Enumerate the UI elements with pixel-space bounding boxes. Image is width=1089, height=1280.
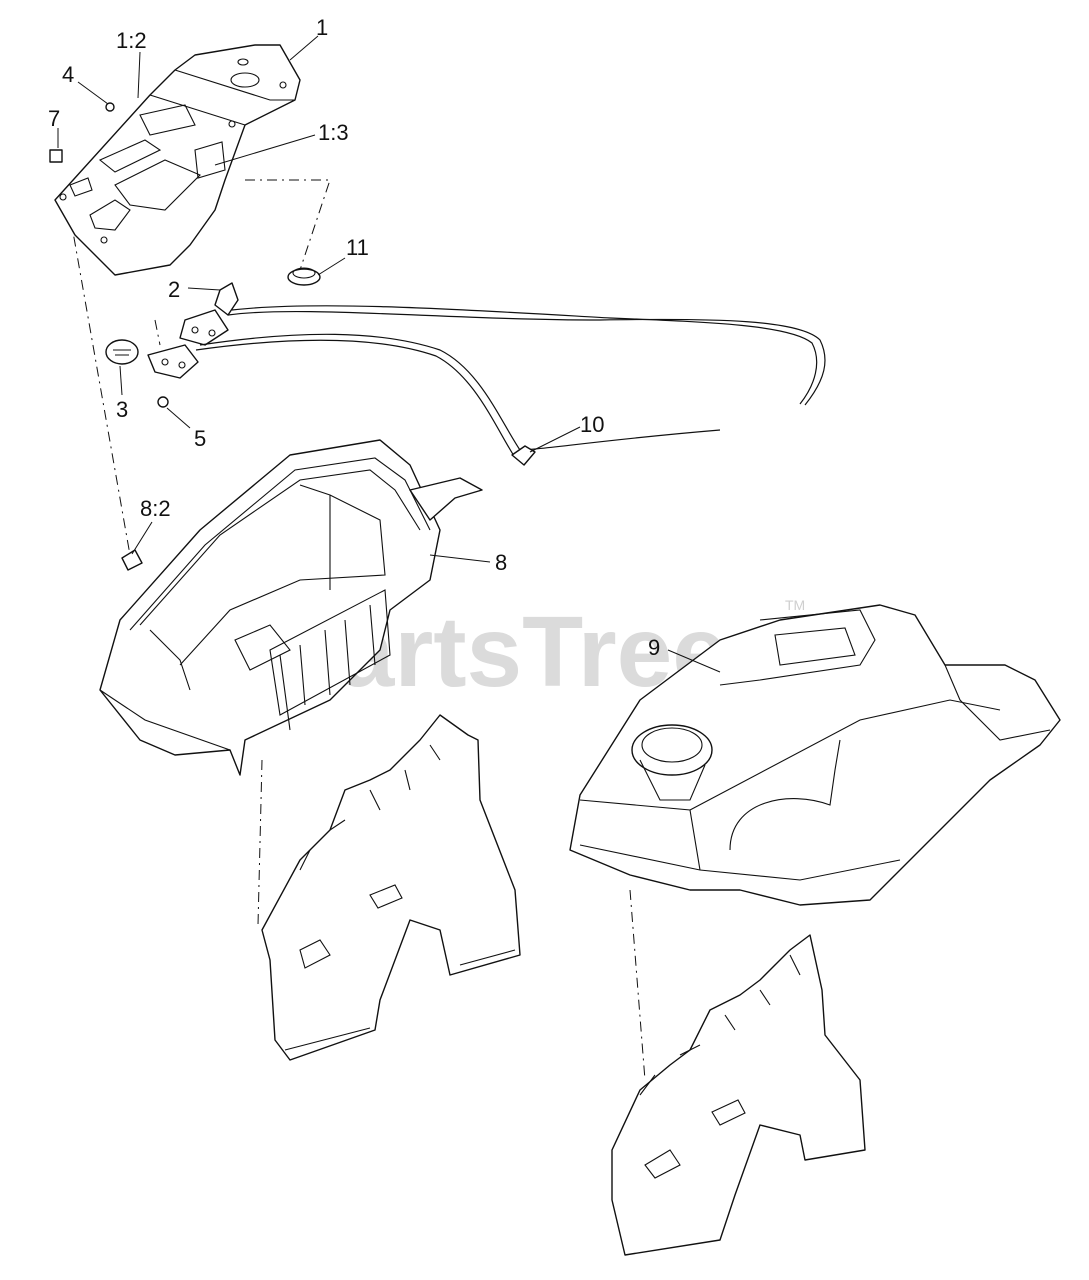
callout-4: 4 (62, 62, 74, 87)
part-8-2-clip-nut[interactable] (121, 549, 143, 571)
watermark-trademark: TM (785, 597, 805, 613)
right-heat-shield[interactable] (611, 934, 866, 1256)
callout-9: 9 (648, 635, 660, 660)
callout-3: 3 (116, 397, 128, 422)
callout-2: 2 (168, 277, 180, 302)
left-heat-shield[interactable] (261, 714, 521, 1061)
part-4-screw[interactable] (105, 102, 115, 112)
callout-7: 7 (48, 106, 60, 131)
control-cables (195, 305, 826, 457)
callout-1-2: 1:2 (116, 28, 147, 53)
part-3-control-knob[interactable] (105, 339, 199, 379)
callout-5: 5 (194, 426, 206, 451)
callout-8: 8 (495, 550, 507, 575)
callout-8-2: 8:2 (140, 496, 171, 521)
part-8-left-console[interactable] (99, 439, 483, 776)
callout-11: 11 (346, 235, 369, 260)
part-9-right-console[interactable] (569, 604, 1061, 906)
callout-labels: 1 1:2 1:3 4 7 11 2 3 5 10 8:2 8 9 (48, 15, 660, 660)
callout-10: 10 (580, 412, 604, 437)
callout-leaders (57, 35, 721, 673)
part-2-control-lever[interactable] (179, 282, 239, 346)
part-10-cable-clip[interactable] (511, 445, 536, 466)
part-11-grommet[interactable] (287, 267, 321, 286)
alignment-lines (69, 179, 646, 1081)
part-5-nut[interactable] (157, 396, 169, 408)
callout-1: 1 (316, 15, 328, 40)
part-1-control-panel[interactable] (54, 44, 301, 276)
part-7-bolt[interactable] (49, 149, 63, 163)
callout-1-3: 1:3 (318, 120, 349, 145)
